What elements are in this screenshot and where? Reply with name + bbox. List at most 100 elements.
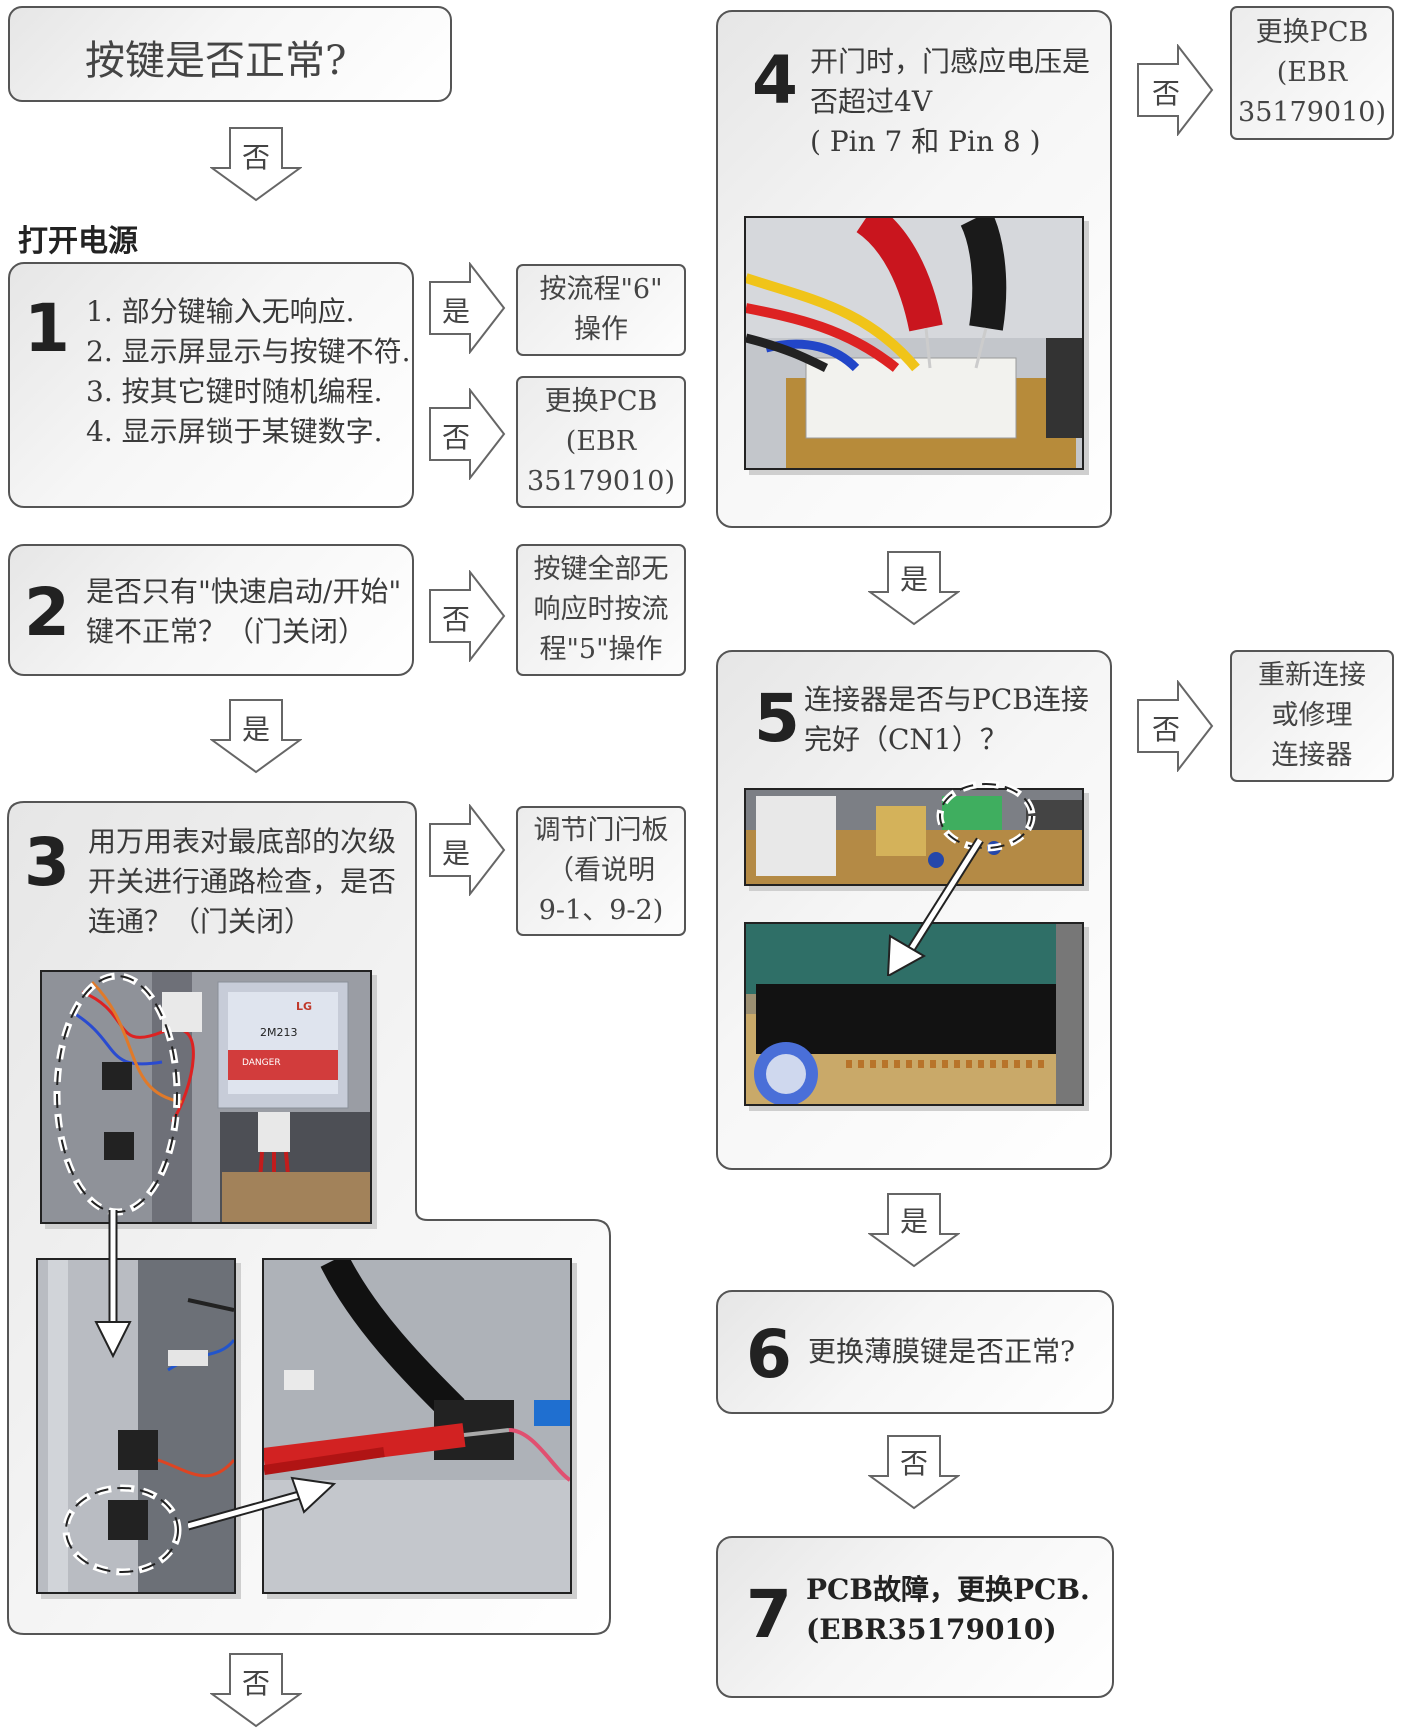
arrow-label-yes-2: 是 bbox=[242, 713, 271, 746]
result-step4-no: 更换PCB (EBR 35179010) bbox=[1230, 6, 1394, 140]
arrow-right-no-5 bbox=[1137, 680, 1214, 772]
step-5-number: 5 bbox=[754, 680, 800, 757]
photo-switch-bracket bbox=[36, 1258, 236, 1594]
magnetron-warning-label: DANGER bbox=[242, 1058, 281, 1068]
arrow-label-no-step5: 否 bbox=[1152, 713, 1181, 746]
step-1-line-1: 1. 部分键输入无响应. bbox=[86, 295, 355, 328]
arrow-label-no-step1: 否 bbox=[442, 421, 471, 454]
arrow-label-no-3: 否 bbox=[242, 1667, 271, 1700]
step-5-line-2: 完好（CN1）？ bbox=[804, 723, 1008, 756]
result-step1-no: 更换PCB (EBR 35179010) bbox=[516, 376, 686, 508]
result-step1-no-line-2: (EBR bbox=[565, 426, 637, 457]
step-3-line-3: 连通？（门关闭） bbox=[88, 905, 313, 938]
pointer-arrow-right bbox=[188, 1476, 337, 1531]
result-step4-no-line-1: 更换PCB bbox=[1255, 17, 1369, 48]
step-3-line-1: 用万用表对最底部的次级 bbox=[88, 825, 397, 858]
arrow-down-no-1 bbox=[210, 127, 302, 202]
arrow-label-yes-1: 是 bbox=[442, 295, 471, 328]
step-3-line-2: 开关进行通路检查，是否 bbox=[88, 865, 397, 898]
photo-pcb-overview bbox=[744, 788, 1084, 886]
step-6-box: 6 更换薄膜键是否正常? bbox=[716, 1290, 1114, 1414]
result-step1-yes-line-2: 操作 bbox=[574, 314, 628, 345]
arrow-right-no-1 bbox=[429, 388, 506, 480]
step-4-number: 4 bbox=[752, 42, 798, 119]
arrow-label-no-6: 否 bbox=[900, 1447, 929, 1480]
start-question-text: 按键是否正常? bbox=[85, 38, 347, 84]
step-7-box: 7 PCB故障，更换PCB. (EBR35179010) bbox=[716, 1536, 1114, 1698]
step-3-number: 3 bbox=[24, 824, 70, 901]
step-6-number: 6 bbox=[746, 1316, 792, 1393]
step-3-text: 用万用表对最底部的次级 开关进行通路检查，是否 连通？（门关闭） bbox=[88, 822, 396, 942]
result-step5-no-line-1: 重新连接 bbox=[1258, 660, 1366, 691]
step-7-text: PCB故障，更换PCB. (EBR35179010) bbox=[806, 1570, 1090, 1650]
magnetron-model-label: 2M213 bbox=[260, 1026, 298, 1039]
arrow-label-no-step2: 否 bbox=[442, 603, 471, 636]
arrow-down-no-3 bbox=[210, 1653, 302, 1728]
arrow-down-yes-5 bbox=[868, 1193, 960, 1268]
step-1-line-3: 3. 按其它键时随机编程. bbox=[86, 375, 383, 408]
result-step1-no-line-3: 35179010) bbox=[527, 466, 675, 497]
step-1-line-4: 4. 显示屏锁于某键数字. bbox=[86, 415, 383, 448]
result-step1-yes: 按流程"6" 操作 bbox=[516, 264, 686, 356]
result-step1-yes-line-1: 按流程"6" bbox=[539, 274, 663, 305]
result-step3-yes-line-1: 调节门闩板 bbox=[533, 815, 669, 846]
step-2-line-2: 键不正常？（门关闭） bbox=[86, 615, 367, 648]
power-on-label: 打开电源 bbox=[18, 224, 138, 259]
step-7-line-1: PCB故障，更换PCB. bbox=[806, 1573, 1090, 1606]
step-5-line-1: 连接器是否与PCB连接 bbox=[804, 683, 1089, 716]
start-question-box: 按键是否正常? bbox=[8, 6, 452, 102]
result-step2-no-line-2: 响应时按流 bbox=[533, 594, 669, 625]
photo-connector-probes bbox=[744, 216, 1084, 470]
arrow-right-yes-1 bbox=[429, 262, 506, 354]
step-2-line-1: 是否只有"快速启动/开始" bbox=[86, 575, 402, 608]
step-2-number: 2 bbox=[24, 574, 70, 651]
step-1-number: 1 bbox=[24, 290, 70, 367]
arrow-label-no-1: 否 bbox=[242, 141, 271, 174]
photo-cn1-closeup bbox=[744, 922, 1084, 1106]
result-step5-no-line-2: 或修理 bbox=[1271, 700, 1353, 731]
step-1-box: 1 1. 部分键输入无响应. 2. 显示屏显示与按键不符. 3. 按其它键时随机… bbox=[8, 262, 414, 508]
result-step2-no-line-1: 按键全部无 bbox=[533, 554, 669, 585]
arrow-right-no-4 bbox=[1137, 44, 1214, 136]
step-4-line-2: 否超过4V bbox=[810, 85, 933, 118]
arrow-down-yes-4 bbox=[868, 551, 960, 626]
arrow-label-yes-5: 是 bbox=[900, 1205, 929, 1238]
result-step3-yes-line-2: （看说明 bbox=[547, 855, 655, 886]
magnetron-brand-label: LG bbox=[296, 1000, 313, 1013]
photo-connector-probes-art bbox=[746, 218, 1082, 468]
step-7-number: 7 bbox=[746, 1576, 792, 1653]
step-4-line-3: ( Pin 7 和 Pin 8 ) bbox=[810, 125, 1041, 158]
step-2-box: 2 是否只有"快速启动/开始" 键不正常？（门关闭） bbox=[8, 544, 414, 676]
step-5-text: 连接器是否与PCB连接 完好（CN1）？ bbox=[804, 680, 1089, 760]
dashed-highlight-cn1 bbox=[936, 780, 1036, 852]
result-step4-no-line-3: 35179010) bbox=[1238, 97, 1386, 128]
step-1-text: 1. 部分键输入无响应. 2. 显示屏显示与按键不符. 3. 按其它键时随机编程… bbox=[86, 292, 411, 452]
result-step5-no-line-3: 连接器 bbox=[1271, 740, 1353, 771]
result-step3-yes-line-3: 9-1、9-2) bbox=[538, 895, 664, 926]
photo-probe-switch-art bbox=[264, 1260, 570, 1592]
result-step3-yes: 调节门闩板 （看说明 9-1、9-2) bbox=[516, 806, 686, 936]
arrow-down-yes-2 bbox=[210, 699, 302, 774]
result-step4-no-line-2: (EBR bbox=[1276, 57, 1348, 88]
result-step5-no: 重新连接 或修理 连接器 bbox=[1230, 650, 1394, 782]
step-6-text: 更换薄膜键是否正常? bbox=[808, 1335, 1076, 1368]
step-1-line-2: 2. 显示屏显示与按键不符. bbox=[86, 335, 411, 368]
step-2-text: 是否只有"快速启动/开始" 键不正常？（门关闭） bbox=[86, 572, 401, 652]
result-step2-no-line-3: 程"5"操作 bbox=[539, 634, 663, 665]
step-7-line-2: (EBR35179010) bbox=[806, 1613, 1057, 1646]
result-step2-no: 按键全部无 响应时按流 程"5"操作 bbox=[516, 544, 686, 676]
pointer-arrow-down bbox=[94, 1210, 132, 1359]
dashed-highlight-bottom-switch bbox=[62, 1484, 182, 1576]
arrow-down-no-6 bbox=[868, 1435, 960, 1510]
step-4-line-1: 开门时，门感应电压是 bbox=[810, 45, 1091, 78]
step-4-text: 开门时，门感应电压是 否超过4V ( Pin 7 和 Pin 8 ) bbox=[810, 42, 1090, 162]
arrow-label-no-step4: 否 bbox=[1152, 77, 1181, 110]
pointer-arrow-cn1 bbox=[886, 837, 984, 976]
photo-pcb-overview-art bbox=[746, 790, 1082, 884]
arrow-label-yes-3: 是 bbox=[442, 837, 471, 870]
photo-switch-bracket-art bbox=[38, 1260, 234, 1592]
photo-probe-switch bbox=[262, 1258, 572, 1594]
arrow-right-yes-3 bbox=[429, 804, 506, 896]
result-step1-no-line-1: 更换PCB bbox=[544, 386, 658, 417]
arrow-label-yes-4: 是 bbox=[900, 563, 929, 596]
